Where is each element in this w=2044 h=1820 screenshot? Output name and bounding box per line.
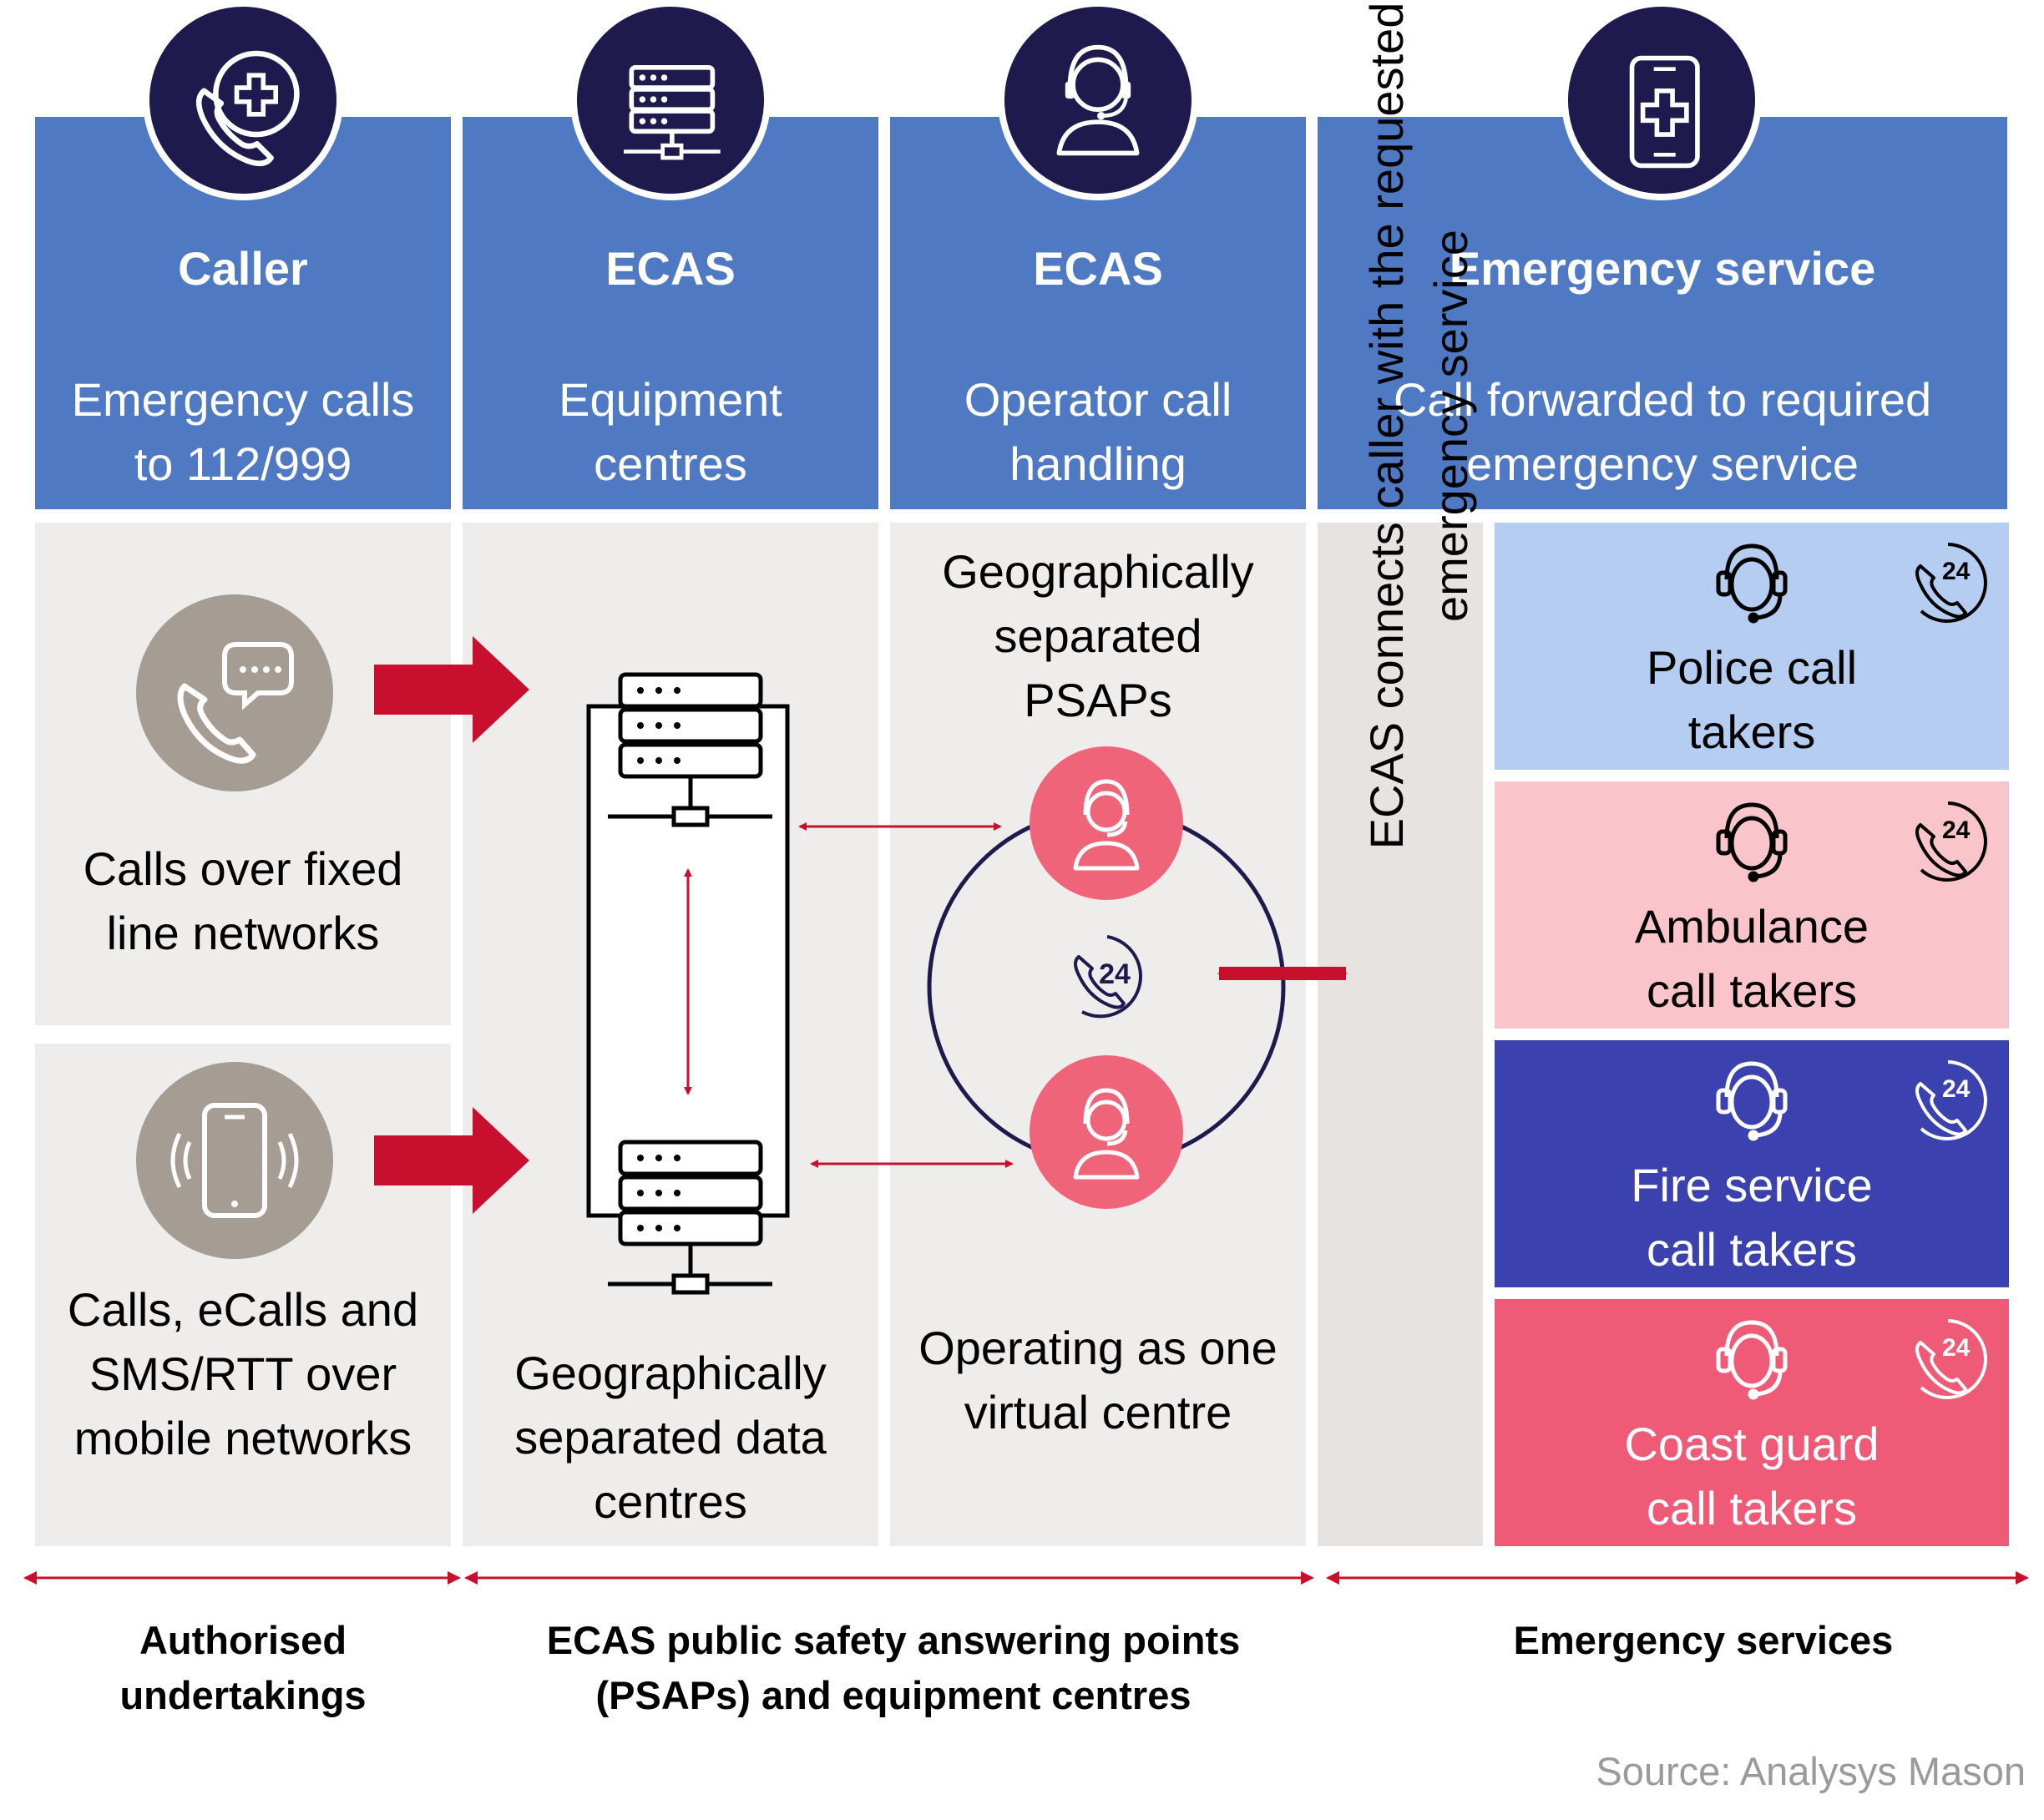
column-subtitle: Equipment centres (559, 373, 782, 490)
24h-phone-icon (1915, 801, 1987, 882)
panel-psaps (890, 523, 1306, 1546)
column-subtitle: Operator call handling (964, 373, 1232, 490)
server-dots (637, 687, 680, 1231)
source-note: Source: Analysys Mason (1596, 1749, 2026, 1793)
mobile-label: Calls, eCalls and SMS/RTT over mobile ne… (67, 1283, 419, 1464)
column-title: ECAS (605, 242, 736, 295)
panel-connector (1318, 523, 1483, 1546)
24h-phone-icon (1915, 1060, 1987, 1140)
server-rack-icon (570, 0, 771, 200)
column-title: Emergency service (1449, 242, 1876, 295)
medical-phone-icon (1561, 0, 1762, 200)
mobile-phone-icon (136, 1062, 333, 1259)
column-subtitle: Call forwarded to required emergency ser… (1393, 373, 1932, 490)
psaps-label: Geographically separated PSAPs (942, 545, 1254, 726)
service-label: Police call takers (1646, 641, 1858, 758)
24-badge: 24 (1942, 1075, 1971, 1103)
psap-operator-icon (1030, 746, 1183, 900)
phone-cross-icon (143, 0, 343, 200)
fixed-line-label: Calls over fixed line networks (83, 842, 403, 959)
24-badge: 24 (1942, 816, 1971, 844)
footer-services: Emergency services (1513, 1618, 1894, 1662)
column-title: Caller (178, 242, 308, 295)
24h-phone-icon (1074, 935, 1142, 1019)
ring-24-badge: 24 (1099, 958, 1131, 990)
virtual-centre-label: Operating as one virtual centre (918, 1322, 1278, 1438)
call-taker-icon (1716, 802, 1788, 882)
service-label: Coast guard call takers (1624, 1418, 1880, 1534)
footer-psaps: ECAS public safety answering points (PSA… (546, 1618, 1241, 1717)
data-centres-label: Geographically separated data centres (514, 1347, 827, 1528)
phone-chat-icon (136, 594, 333, 791)
call-taker-icon (1716, 543, 1788, 624)
fixed-line-arrow (374, 636, 529, 743)
24h-phone-icon (1915, 1319, 1987, 1399)
24-badge: 24 (1942, 558, 1971, 585)
service-label: Fire service call takers (1631, 1159, 1873, 1276)
psap-operator-icon (1030, 1055, 1183, 1209)
24h-phone-icon (1915, 543, 1987, 623)
column-subtitle: Emergency calls to 112/999 (71, 373, 415, 490)
call-taker-icon (1716, 1320, 1788, 1400)
call-taker-icon (1716, 1061, 1788, 1141)
24-badge: 24 (1942, 1334, 1971, 1362)
service-label: Ambulance call takers (1634, 900, 1869, 1017)
mobile-arrow (374, 1107, 529, 1214)
column-title: ECAS (1033, 242, 1163, 295)
footer-authorised: Authorised undertakings (119, 1618, 367, 1717)
operator-headset-icon (998, 0, 1198, 200)
